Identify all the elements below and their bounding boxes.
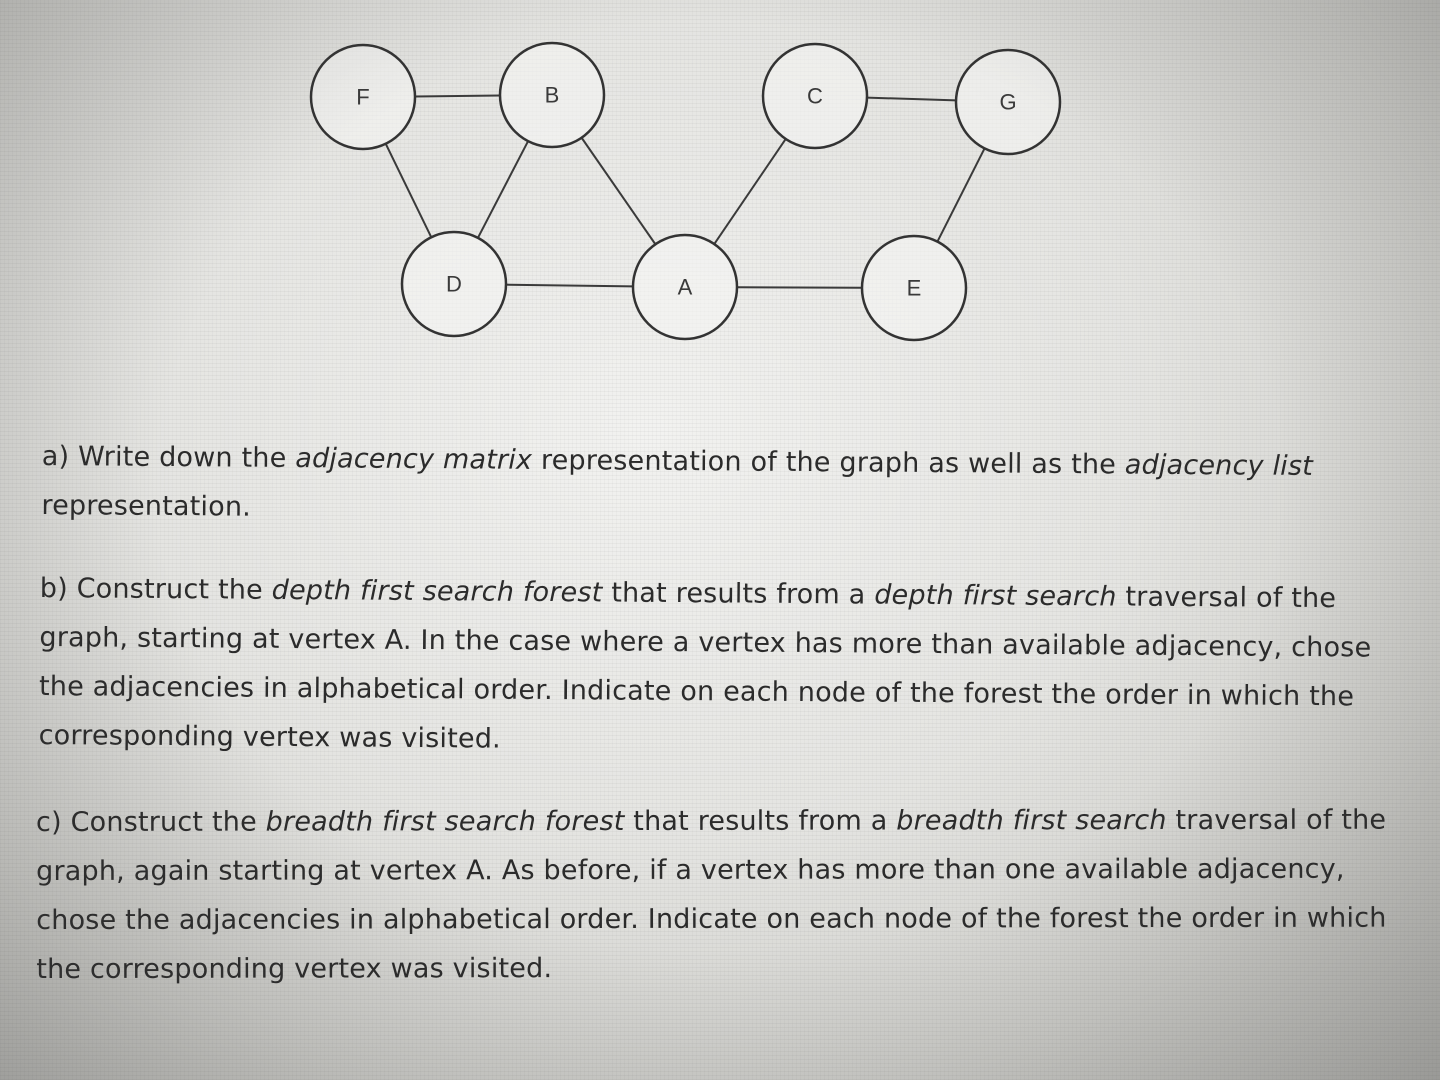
node-circle — [954, 48, 1062, 156]
question-b-term-dfs-forest: depth first search forest — [271, 574, 603, 609]
question-a: a) Write down the adjacency matrix repre… — [41, 432, 1402, 541]
question-b: b) Construct the depth first search fore… — [38, 564, 1424, 771]
edge-b-a — [580, 137, 657, 245]
question-b-text: b) Construct the — [39, 572, 272, 606]
question-a-text: a) Write down the — [41, 440, 296, 474]
node-circle — [498, 41, 606, 149]
edge-f-b — [414, 94, 501, 98]
node-label: A — [678, 275, 693, 300]
graph-edges — [384, 94, 986, 289]
question-a-term-adjacency-matrix: adjacency matrix — [295, 442, 533, 476]
question-a-text: representation of the graph as well as t… — [532, 444, 1125, 481]
node-d: D — [400, 230, 508, 338]
question-a-term-adjacency-list: adjacency list — [1124, 449, 1314, 482]
node-circle — [309, 43, 417, 151]
question-b-term-dfs: depth first search — [874, 579, 1117, 613]
node-label: B — [545, 83, 560, 108]
node-b: B — [498, 41, 606, 149]
question-c-term-bfs-forest: breadth first search forest — [265, 805, 625, 838]
node-c: C — [761, 42, 869, 150]
question-c-term-bfs: breadth first search — [896, 805, 1167, 837]
edge-c-g — [866, 96, 957, 102]
edge-f-d — [384, 143, 433, 238]
node-g: G — [954, 48, 1062, 156]
node-circle — [400, 230, 508, 338]
node-e: E — [860, 234, 968, 342]
node-label: D — [446, 272, 462, 297]
question-a-text: representation. — [41, 489, 252, 523]
node-circle — [860, 234, 968, 342]
node-label: F — [356, 85, 369, 110]
edge-c-a — [713, 138, 787, 245]
edge-a-e — [736, 286, 863, 289]
question-b-text: that results from a — [602, 577, 875, 611]
graph-nodes: F B C G D A E — [309, 41, 1062, 342]
graph-diagram: F B C G D A E — [309, 41, 1062, 342]
question-c-text: that results from a — [624, 805, 897, 837]
node-circle — [631, 233, 739, 341]
node-label: G — [999, 90, 1016, 115]
question-c-text: c) Construct the — [36, 806, 266, 838]
node-circle — [761, 42, 869, 150]
question-c: c) Construct the breadth first search fo… — [36, 796, 1421, 994]
edge-b-d — [477, 140, 529, 239]
edge-d-a — [505, 283, 634, 288]
node-label: C — [807, 84, 823, 109]
node-f: F — [309, 43, 417, 151]
node-a: A — [631, 233, 739, 341]
edge-g-e — [936, 147, 986, 243]
node-label: E — [907, 276, 922, 301]
